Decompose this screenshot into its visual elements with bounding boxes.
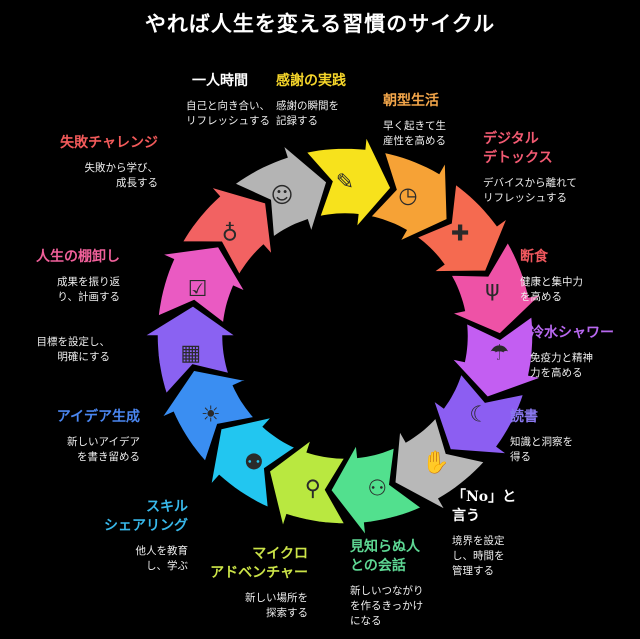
location-pin-icon: ⚲: [305, 477, 321, 502]
step-description: 失敗から学び、 成長する: [84, 162, 159, 189]
step-description: 新しいアイデア を書き留める: [67, 436, 140, 463]
cycle-arrow-segment: [449, 240, 545, 335]
alarm-clock-icon: ◷: [398, 183, 417, 208]
step-title: スキル シェアリング: [104, 499, 188, 534]
step-description: 感謝の瞬間を 記録する: [276, 100, 339, 127]
step-description: 成果を振り返 り、計画する: [57, 276, 120, 303]
cycle-arrow-segment: [431, 372, 525, 456]
step-title: デジタル デトックス: [483, 131, 553, 166]
cycle-arrow-segment: [368, 151, 449, 244]
cycle-arrow-segment: [268, 437, 347, 530]
step-title: 読書: [510, 409, 538, 425]
step-label: 朝型生活早く起きて生 産性を高める: [383, 92, 483, 149]
step-title: 朝型生活: [383, 93, 439, 109]
step-description: 自己と向き合い、 リフレッシュする: [186, 100, 270, 127]
step-title: 一人時間: [192, 73, 248, 89]
step-title: 失敗チャレンジ: [60, 135, 158, 151]
lightbulb-icon: ♁: [222, 221, 238, 246]
step-title: 断食: [520, 249, 548, 265]
step-description: 新しい場所を 探索する: [245, 592, 308, 619]
step-label: デジタル デトックスデバイスから離れて リフレッシュする: [483, 130, 613, 206]
shower-icon: ☂: [489, 341, 509, 366]
step-label: 冷水シャワー免疫力と精神 力を高める: [530, 324, 640, 381]
cycle-arrow-segment: [159, 369, 256, 464]
step-description: 早く起きて生 産性を高める: [383, 120, 446, 147]
step-label: 目標を設定し、 明確にする: [10, 335, 111, 365]
step-description: 新しいつながり を作るきっかけ になる: [350, 585, 424, 627]
cycle-arrow-segment: [180, 185, 274, 277]
cycle-arrow-segment: [415, 182, 510, 273]
step-description: 知識と洞察を 得る: [510, 436, 573, 463]
cycle-arrow-segment: [232, 142, 328, 239]
step-description: 免疫力と精神 力を高める: [530, 352, 593, 379]
book-icon: ☾: [469, 403, 489, 428]
step-label: スキル シェアリング他人を教育 し、学ぶ: [60, 498, 188, 574]
step-title: 見知らぬ人 との会話: [350, 539, 420, 574]
step-label: 断食健康と集中力 を高める: [520, 248, 630, 305]
step-label: 「No」と 言う境界を設定 し、時間を 管理する: [452, 488, 552, 579]
page-title: やれば人生を変える習慣のサイクル: [144, 11, 496, 36]
lightbulb-pencil-icon: ☀: [201, 403, 221, 428]
phone-plus-icon: ✚: [451, 221, 469, 246]
faces-icon: ⚇: [367, 477, 387, 502]
checklist-icon: ☑: [188, 277, 208, 302]
step-title: 人生の棚卸し: [36, 249, 120, 265]
step-title: アイデア生成: [56, 409, 140, 425]
step-label: 一人時間自己と向き合い、 リフレッシュする: [150, 72, 270, 129]
cycle-arrow-segment: [141, 304, 239, 396]
cycle-arrow-segment: [157, 245, 248, 325]
cycle-arrow-segment: [449, 314, 545, 399]
step-title: 冷水シャワー: [530, 325, 614, 341]
step-label: 見知らぬ人 との会話新しいつながり を作るきっかけ になる: [350, 538, 460, 629]
step-description: 他人を教育 し、学ぶ: [135, 545, 189, 572]
cycle-arrow-segment: [209, 415, 297, 509]
calendar-icon: ▦: [180, 341, 201, 366]
step-title: マイクロ アドベンチャー: [210, 546, 308, 581]
cycle-arrow-segment: [329, 441, 424, 539]
hand-stop-icon: ✋: [422, 449, 449, 475]
step-title: 感謝の実践: [276, 73, 346, 89]
step-title: 「No」と 言う: [452, 489, 517, 524]
step-label: 人生の棚卸し成果を振り返 り、計画する: [20, 248, 120, 305]
cycle-arrow-segment: [393, 416, 487, 513]
step-label: 失敗チャレンジ失敗から学び、 成長する: [40, 134, 158, 191]
step-description: 目標を設定し、 明確にする: [36, 336, 111, 363]
step-label: 読書知識と洞察を 得る: [510, 408, 620, 465]
journal-icon: ✎: [336, 170, 354, 195]
step-label: 感謝の実践感謝の瞬間を 記録する: [276, 72, 386, 129]
cycle-arrow-segment: [304, 133, 392, 230]
step-description: デバイスから離れて リフレッシュする: [483, 177, 577, 204]
step-label: アイデア生成新しいアイデア を書き留める: [20, 408, 140, 465]
people-idea-icon: ⚉: [244, 450, 264, 475]
step-description: 境界を設定 し、時間を 管理する: [452, 535, 505, 577]
clock-utensils-icon: ψ: [485, 277, 500, 302]
meditation-icon: ☺: [271, 183, 294, 208]
step-description: 健康と集中力 を高める: [520, 276, 583, 303]
step-label: マイクロ アドベンチャー新しい場所を 探索する: [190, 545, 308, 621]
